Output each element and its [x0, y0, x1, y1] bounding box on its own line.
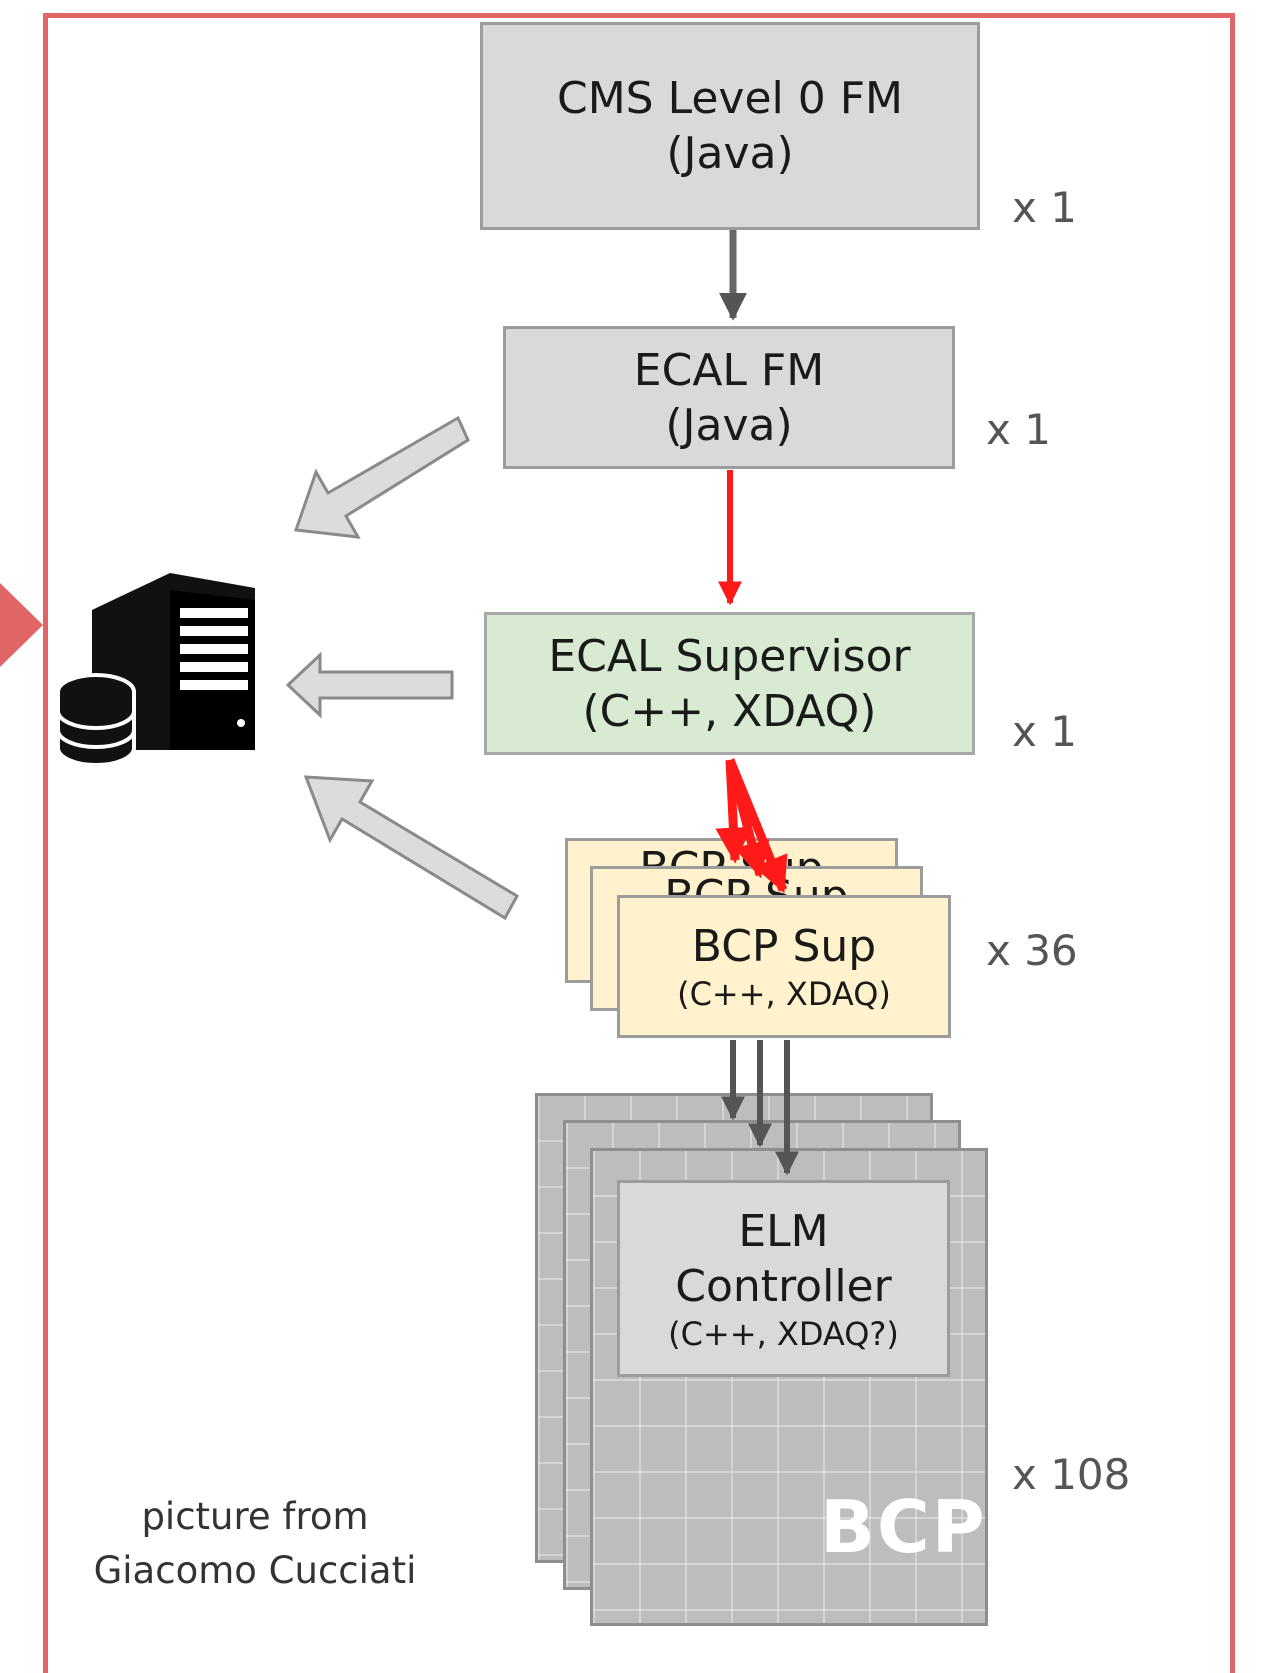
- bcp-sup-box-front: BCP Sup (C++, XDAQ): [617, 895, 951, 1038]
- elm-controller-title-line1: ELM: [738, 1205, 829, 1257]
- bcp-board-label: BCP: [820, 1485, 987, 1569]
- cms-level0-fm-title: CMS Level 0 FM: [557, 73, 903, 124]
- cms-level0-fm-multiplicity: x 1: [1012, 183, 1077, 232]
- ecal-supervisor-subtitle: (C++, XDAQ): [582, 685, 877, 737]
- ecal-fm-multiplicity: x 1: [986, 405, 1051, 454]
- elm-controller-box: ELM Controller (C++, XDAQ?): [617, 1180, 950, 1377]
- arrow-supervisor-to-bcp-sup-3: [725, 758, 788, 894]
- diagram-frame: [43, 13, 1235, 1673]
- arrow-supervisor-to-server: [285, 651, 454, 719]
- ecal-supervisor-title: ECAL Supervisor: [548, 630, 911, 682]
- bcp-sup-subtitle: (C++, XDAQ): [677, 975, 891, 1013]
- picture-credit: picture from Giacomo Cucciati: [70, 1490, 440, 1597]
- elm-controller-title-line2: Controller: [675, 1260, 892, 1312]
- ecal-supervisor-multiplicity: x 1: [1012, 707, 1077, 756]
- credit-line2: Giacomo Cucciati: [93, 1548, 417, 1592]
- frame-pointer-arrow: [0, 583, 43, 667]
- credit-line1: picture from: [141, 1495, 369, 1538]
- bcp-sup-multiplicity: x 36: [986, 926, 1078, 975]
- ecal-fm-box: ECAL FM (Java): [503, 326, 955, 469]
- arrow-ecal-fm-to-server: [293, 415, 470, 539]
- elm-controller-subtitle: (C++, XDAQ?): [668, 1314, 899, 1353]
- arrow-bcp-sup-to-server: [303, 775, 520, 921]
- bcp-sup-title: BCP Sup: [691, 921, 877, 972]
- cms-level0-fm-box: CMS Level 0 FM (Java): [480, 22, 980, 230]
- server-database-icon: [56, 573, 255, 767]
- ecal-supervisor-box: ECAL Supervisor (C++, XDAQ): [484, 612, 975, 755]
- diagram-edges: [0, 230, 799, 1176]
- ecal-fm-title: ECAL FM: [633, 344, 825, 396]
- elm-controller-multiplicity: x 108: [1012, 1450, 1131, 1499]
- cms-level0-fm-subtitle: (Java): [666, 128, 794, 179]
- ecal-fm-subtitle: (Java): [665, 399, 793, 451]
- bcp-board-front: [590, 1148, 988, 1626]
